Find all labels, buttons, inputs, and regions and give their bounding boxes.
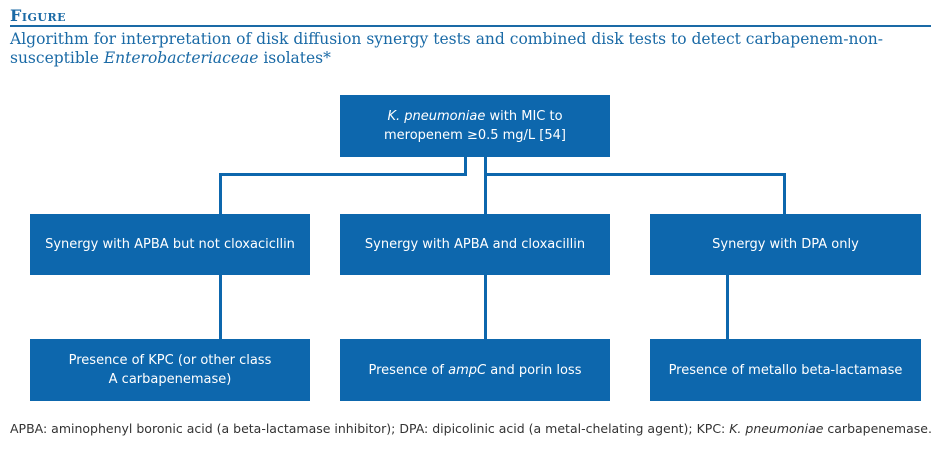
root-node: K. pneumoniae with MIC to meropenem ≥0.5 … (340, 95, 610, 157)
left-node-text: Synergy with APBA but not cloxacicllin (45, 237, 295, 252)
figure-label: Figure (10, 6, 67, 25)
middle-result-text: Presence of ampC and porin loss (369, 361, 582, 380)
footnote: APBA: aminophenyl boronic acid (a beta-l… (10, 421, 940, 437)
right-result-text: Presence of metallo beta-lactamase (668, 362, 903, 378)
root-node-line1: with MIC to (485, 109, 563, 124)
left-result-node: Presence of KPC (or other class A carbape… (30, 339, 310, 401)
left-result-text: Presence of KPC (or other class A carbape… (69, 351, 272, 389)
connector-horizontal-right (484, 173, 786, 176)
root-node-text: K. pneumoniae with MIC to meropenem ≥0.5 … (384, 107, 566, 145)
middle-result-prefix: Presence of (368, 362, 449, 378)
connector-root-down (464, 157, 467, 175)
figure-title: Algorithm for interpretation of disk dif… (10, 30, 935, 68)
connector-middle-result (484, 275, 487, 339)
middle-result-gene: ampC (448, 362, 487, 378)
middle-node: Synergy with APBA and cloxacillin (340, 214, 610, 275)
footnote-suffix: carbapenemase. (823, 421, 932, 436)
connector-right-result (726, 275, 729, 339)
connector-middle-branch (484, 157, 487, 214)
left-result-line1: Presence of KPC (or other class (68, 353, 272, 368)
connector-right-branch (783, 173, 786, 214)
root-node-organism: K. pneumoniae (387, 109, 486, 124)
figure-title-suffix: isolates* (258, 49, 331, 67)
footnote-text: APBA: aminophenyl boronic acid (a beta-l… (10, 421, 730, 436)
middle-node-text: Synergy with APBA and cloxacillin (364, 237, 586, 252)
right-node-text: Synergy with DPA only (712, 237, 859, 252)
connector-left-branch (219, 173, 222, 214)
left-result-line2: A carbapenemase) (108, 372, 232, 387)
right-node: Synergy with DPA only (650, 214, 921, 275)
left-node: Synergy with APBA but not cloxacicllin (30, 214, 310, 275)
figure-title-italic: Enterobacteriaceae (103, 49, 259, 67)
middle-result-node: Presence of ampC and porin loss (340, 339, 610, 401)
figure-header-rule (10, 25, 931, 27)
figure-title-text: Algorithm for interpretation of disk dif… (10, 30, 884, 67)
middle-result-suffix: and porin loss (486, 362, 582, 378)
connector-horizontal (219, 173, 467, 176)
root-node-line2: meropenem ≥0.5 mg/L [54] (383, 128, 566, 143)
footnote-italic: K. pneumoniae (729, 421, 824, 436)
right-result-node: Presence of metallo beta-lactamase (650, 339, 921, 401)
connector-left-result (219, 275, 222, 339)
